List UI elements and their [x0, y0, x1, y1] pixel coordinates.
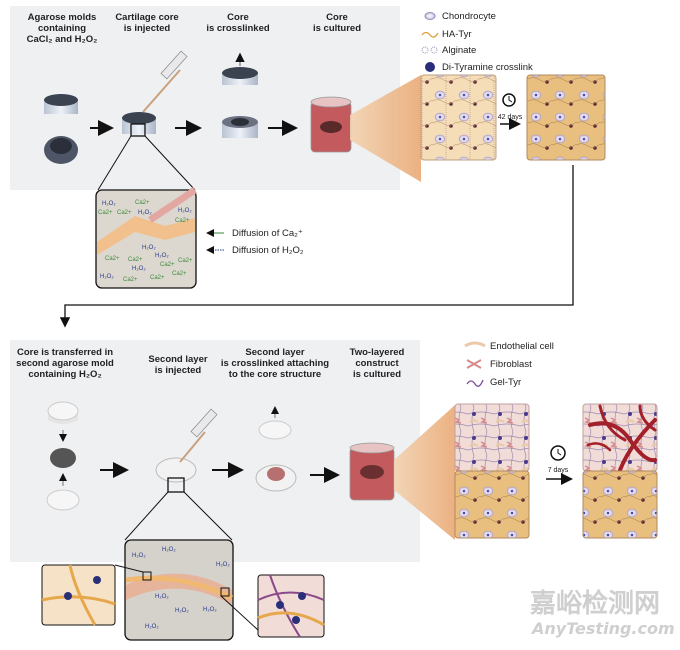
- legend-label: Chondrocyte: [442, 11, 496, 22]
- svg-text:H₂O₂: H₂O₂: [102, 201, 116, 207]
- svg-text:H₂O₂: H₂O₂: [145, 624, 159, 630]
- gel-tyr-icon: [466, 379, 484, 387]
- alginate-icon: [421, 46, 438, 54]
- svg-text:Ca2+: Ca2+: [178, 258, 193, 264]
- legend-label: Alginate: [442, 45, 476, 56]
- initial-cartilage-matrix: [420, 74, 497, 161]
- zoom-cone: [394, 405, 455, 540]
- svg-text:H₂O₂: H₂O₂: [175, 608, 189, 614]
- svg-text:Ca2+: Ca2+: [172, 271, 187, 277]
- svg-text:H₂O₂: H₂O₂: [100, 274, 114, 280]
- interface-detail-left: [41, 564, 116, 626]
- svg-text:Ca2+: Ca2+: [98, 210, 113, 216]
- legend-label: HA-Tyr: [442, 29, 472, 40]
- mature-core-layer: [582, 470, 658, 539]
- mature-cartilage-matrix: [526, 74, 606, 161]
- diffusion-h2o2-label: Diffusion of H₂O₂: [232, 245, 304, 256]
- svg-text:H₂O₂: H₂O₂: [216, 562, 230, 568]
- svg-text:Ca2+: Ca2+: [117, 210, 132, 216]
- svg-text:H₂O₂: H₂O₂: [203, 607, 217, 613]
- h2o2-diffusion-inset: H₂O₂ H₂O₂ H₂O₂ H₂O₂ H₂O₂ H₂O₂ H₂O₂: [124, 539, 234, 641]
- svg-text:Ca2+: Ca2+: [160, 262, 175, 268]
- bottom-duration: 7 days: [548, 467, 569, 474]
- bottom-legend: Endothelial cell Fibroblast Gel-Tyr: [464, 341, 554, 388]
- svg-text:H₂O₂: H₂O₂: [142, 245, 156, 251]
- svg-text:H₂O₂: H₂O₂: [162, 547, 176, 553]
- svg-text:Ca2+: Ca2+: [128, 257, 143, 263]
- ha-tyr-icon: [421, 31, 439, 38]
- initial-soft-layer: [454, 403, 530, 472]
- blood-vessels: [586, 404, 657, 472]
- second-injection-icon: [155, 408, 218, 493]
- injection-mold-icon: [122, 112, 156, 137]
- watermark-cn: 嘉峪检测网: [530, 588, 660, 619]
- endothelial-cell-icon: [464, 341, 486, 348]
- legend-label: Di-Tyramine crosslink: [442, 62, 533, 73]
- agarose-mold-icon: [44, 94, 78, 164]
- crosslinked-core-icon: [222, 52, 258, 138]
- svg-text:H₂O₂: H₂O₂: [132, 553, 146, 559]
- zoom-cone: [350, 75, 421, 182]
- legend-label: Endothelial cell: [490, 341, 554, 352]
- svg-text:Ca2+: Ca2+: [150, 275, 165, 281]
- second-mold-icon: [46, 401, 80, 511]
- svg-text:H₂O₂: H₂O₂: [155, 253, 169, 259]
- diffusion-legend: Diffusion of Ca₂⁺ Diffusion of H₂O₂: [206, 228, 304, 256]
- svg-text:H₂O₂: H₂O₂: [155, 594, 169, 600]
- chondrocyte-icon: [424, 12, 436, 20]
- flow-connector: [59, 165, 574, 328]
- legend-label: Fibroblast: [490, 359, 532, 370]
- crosslink-icon: [425, 62, 435, 72]
- culture-beaker-icon: [310, 96, 352, 153]
- svg-text:Ca2+: Ca2+: [123, 277, 138, 283]
- fibroblast-icon: [466, 359, 482, 369]
- top-culture-arrow: 42 days: [498, 93, 523, 130]
- svg-text:H₂O₂: H₂O₂: [178, 208, 192, 214]
- watermark-en: AnyTesting.com: [530, 619, 675, 638]
- top-duration: 42 days: [498, 114, 523, 121]
- interface-detail-right: [257, 574, 325, 638]
- diffusion-ca-label: Diffusion of Ca₂⁺: [232, 228, 303, 239]
- svg-text:H₂O₂: H₂O₂: [138, 210, 152, 216]
- syringe-icon: [142, 50, 188, 113]
- svg-text:H₂O₂: H₂O₂: [132, 266, 146, 272]
- svg-text:Ca2+: Ca2+: [135, 200, 150, 206]
- crosslinked-second-layer-icon: [255, 406, 297, 492]
- top-legend: Chondrocyte HA-Tyr Alginate Di-Tyramine …: [421, 11, 533, 73]
- initial-core-layer: [454, 470, 530, 539]
- two-layer-beaker-icon: [349, 442, 395, 501]
- legend-label: Gel-Tyr: [490, 377, 521, 388]
- svg-text:Ca2+: Ca2+: [175, 218, 190, 224]
- svg-text:Ca2+: Ca2+: [105, 256, 120, 262]
- bottom-culture-arrow: 7 days: [546, 445, 573, 485]
